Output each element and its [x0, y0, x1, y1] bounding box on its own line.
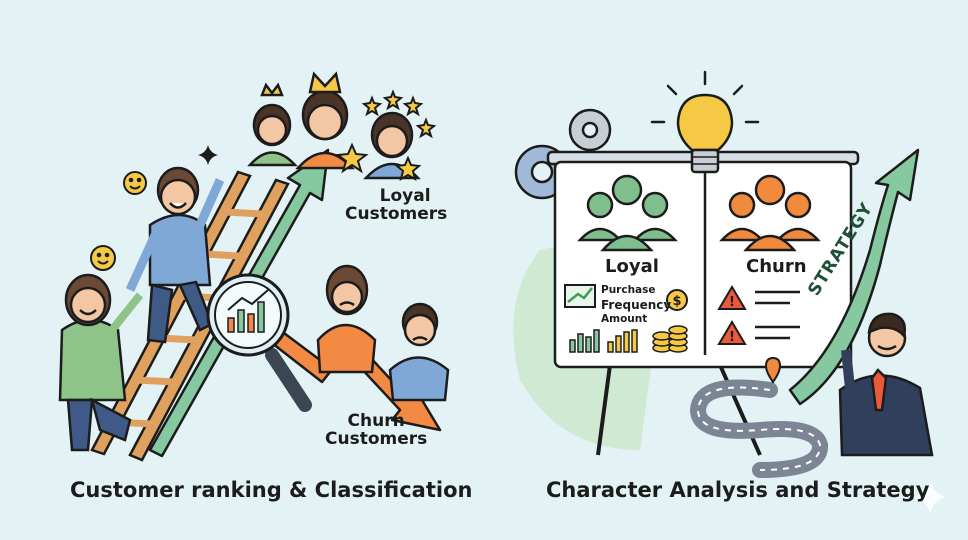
metric-purchase: Purchase: [601, 284, 656, 296]
loyal-label-line2: Customers: [345, 203, 448, 224]
sparkle-icon: [914, 480, 946, 514]
metric-frequency: Frequency: [601, 297, 672, 312]
businessman: [838, 312, 934, 457]
analysis-board: $: [546, 150, 860, 369]
man-climbing: [125, 166, 225, 344]
churn-label-line2: Customers: [325, 428, 428, 449]
svg-text:$: $: [672, 294, 681, 309]
left-caption: Customer ranking & Classification: [70, 478, 473, 502]
star-icon: [335, 89, 437, 182]
left-panel: [58, 71, 450, 462]
svg-text:!: !: [729, 295, 735, 310]
svg-text:!: !: [729, 330, 735, 345]
warning-icon: ! !: [717, 285, 747, 345]
magnifier-icon: [206, 273, 312, 412]
strategy-arrow: [788, 148, 920, 406]
lightbulb-icon: [650, 70, 760, 174]
right-caption: Character Analysis and Strategy: [546, 478, 930, 502]
board-loyal-heading: Loyal: [605, 256, 659, 277]
churn-customers-label: Churn Customers: [325, 411, 428, 449]
metric-amount: Amount: [601, 313, 648, 326]
location-pin-icon: [764, 356, 782, 384]
right-panel: $: [513, 70, 946, 514]
loyal-label-line1: Loyal: [379, 186, 431, 206]
smiley-icon: [90, 171, 147, 271]
churn-customers-group: [316, 264, 450, 402]
sparkle-icon: [198, 145, 218, 165]
woman-customer: [58, 273, 144, 452]
winding-road-center: [696, 386, 822, 471]
crown-icon: [308, 71, 342, 94]
loyal-customers-label: Loyal Customers: [345, 186, 447, 224]
board-metrics-list: Purchase Frequency Amount: [601, 284, 671, 327]
loyal-customers-group: [247, 71, 421, 180]
board-stand: [596, 364, 762, 456]
board-churn-heading: Churn: [746, 256, 807, 277]
coin-icon: $: [666, 289, 688, 311]
growth-chart-icon: [564, 284, 596, 308]
crown-icon: [260, 82, 284, 97]
churn-label-line1: Churn: [347, 411, 405, 431]
